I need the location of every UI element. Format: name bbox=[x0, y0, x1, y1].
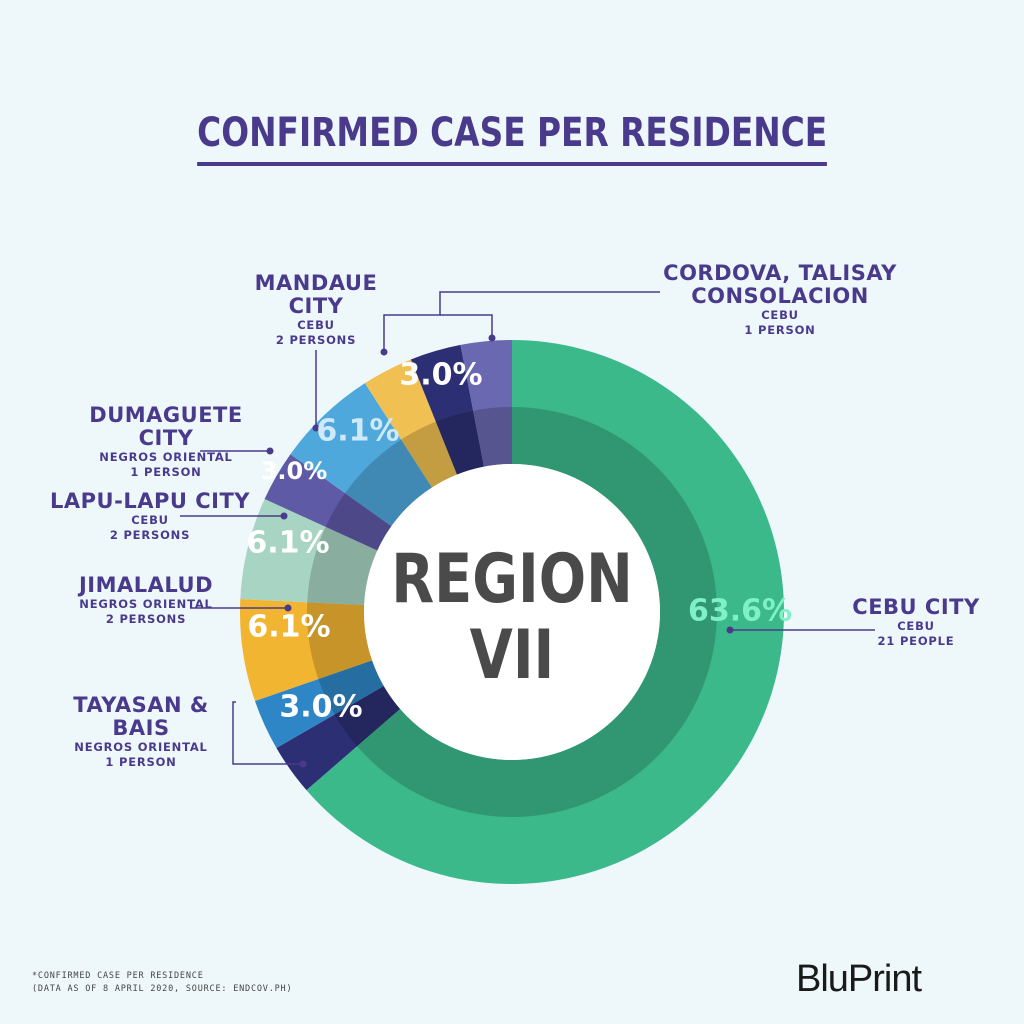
page-title: CONFIRMED CASE PER RESIDENCE bbox=[0, 108, 1024, 166]
percent-label-2: 3.0% bbox=[279, 690, 362, 725]
label-count: 1 PERSON bbox=[744, 323, 816, 337]
label-province: NEGROS ORIENTAL bbox=[79, 597, 213, 611]
label-province: NEGROS ORIENTAL bbox=[99, 450, 233, 464]
label-province: CEBU bbox=[761, 308, 799, 322]
label-count: 1 PERSON bbox=[130, 465, 202, 479]
label-count: 2 PERSONS bbox=[275, 333, 357, 347]
slice-3 bbox=[240, 599, 373, 701]
leader-dot-4 bbox=[266, 447, 274, 455]
percent-label-5: 3.0% bbox=[261, 457, 328, 485]
percent-label-6: 6.1% bbox=[316, 414, 399, 449]
footnote-line1: *CONFIRMED CASE PER RESIDENCE bbox=[32, 971, 204, 981]
label-province: NEGROS ORIENTAL bbox=[74, 740, 208, 754]
slice-5 bbox=[264, 454, 392, 551]
slice-6 bbox=[290, 383, 432, 527]
label-tayasan-bais: TAYASAN & BAIS NEGROS ORIENTAL 1 PERSON bbox=[46, 694, 236, 770]
slice-shadow-6 bbox=[345, 439, 432, 527]
slice-4 bbox=[240, 499, 378, 605]
label-province: CEBU bbox=[897, 619, 935, 633]
leader-dot-3 bbox=[488, 334, 496, 342]
label-name: JIMALALUD bbox=[78, 573, 214, 597]
slice-shadow-4 bbox=[307, 526, 378, 605]
label-cordova-talisay-consolacion: CORDOVA, TALISAY CONSOLACION CEBU 1 PERS… bbox=[660, 262, 900, 338]
leader-cordova-2 bbox=[440, 314, 493, 338]
label-count: 21 PEOPLE bbox=[877, 634, 955, 648]
footnote-line2: (DATA AS OF 8 APRIL 2020, SOURCE: ENDCOV… bbox=[32, 984, 293, 994]
percent-label-7: 3.0% bbox=[399, 358, 482, 393]
slice-shadow-5 bbox=[325, 493, 392, 551]
bluprint-logo: BluPrint bbox=[796, 958, 922, 1000]
percent-label-0: 63.6% bbox=[688, 594, 792, 629]
center-circle bbox=[364, 464, 660, 760]
slice-9 bbox=[460, 340, 512, 467]
slice-shadow-9 bbox=[473, 407, 512, 467]
slice-2 bbox=[254, 660, 384, 748]
label-name-line1: CORDOVA, TALISAY bbox=[663, 261, 897, 285]
label-cebu-city: CEBU CITY CEBU 21 PEOPLE bbox=[846, 596, 986, 649]
footnote: *CONFIRMED CASE PER RESIDENCE (DATA AS O… bbox=[32, 970, 292, 996]
label-name: DUMAGUETE CITY bbox=[89, 403, 243, 450]
leader-dot-0 bbox=[726, 626, 734, 634]
label-name: CEBU CITY bbox=[852, 595, 980, 619]
leader-dot-5 bbox=[280, 512, 288, 520]
label-name: LAPU-LAPU CITY bbox=[50, 489, 250, 513]
label-lapu-lapu-city: LAPU-LAPU CITY CEBU 2 PERSONS bbox=[50, 490, 250, 543]
percent-label-3: 6.1% bbox=[247, 610, 330, 645]
leader-dot-7 bbox=[299, 760, 307, 768]
slice-0 bbox=[306, 340, 784, 885]
label-province: CEBU bbox=[131, 513, 169, 527]
slice-shadow-8 bbox=[435, 410, 484, 475]
leader-dot-2 bbox=[380, 348, 388, 356]
slice-7 bbox=[364, 359, 457, 488]
label-jimalalud: JIMALALUD NEGROS ORIENTAL 2 PERSONS bbox=[56, 574, 236, 627]
slice-1 bbox=[276, 686, 401, 791]
label-count: 2 PERSONS bbox=[105, 612, 187, 626]
label-name: TAYASAN & BAIS bbox=[73, 693, 209, 740]
leader-dot-1 bbox=[312, 424, 320, 432]
label-name-line2: CONSOLACION bbox=[691, 284, 869, 308]
center-label-line2: VII bbox=[470, 615, 555, 695]
slice-shadow-1 bbox=[334, 686, 401, 747]
slice-8 bbox=[410, 344, 484, 475]
label-name: MANDAUE CITY bbox=[254, 271, 378, 318]
slice-shadow-2 bbox=[318, 660, 384, 715]
slice-shadow-0 bbox=[357, 407, 717, 817]
percent-label-4: 6.1% bbox=[246, 526, 329, 561]
label-count: 2 PERSONS bbox=[109, 528, 191, 542]
leader-dot-6 bbox=[284, 604, 292, 612]
label-province: CEBU bbox=[297, 318, 335, 332]
leader-tayasan bbox=[232, 701, 303, 765]
label-count: 1 PERSON bbox=[105, 755, 177, 769]
label-dumaguete-city: DUMAGUETE CITY NEGROS ORIENTAL 1 PERSON bbox=[66, 404, 266, 480]
label-mandaue-city: MANDAUE CITY CEBU 2 PERSONS bbox=[226, 272, 406, 348]
slice-shadow-7 bbox=[401, 421, 457, 488]
slice-shadow-3 bbox=[307, 602, 373, 680]
center-label-line1: REGION bbox=[391, 539, 633, 619]
